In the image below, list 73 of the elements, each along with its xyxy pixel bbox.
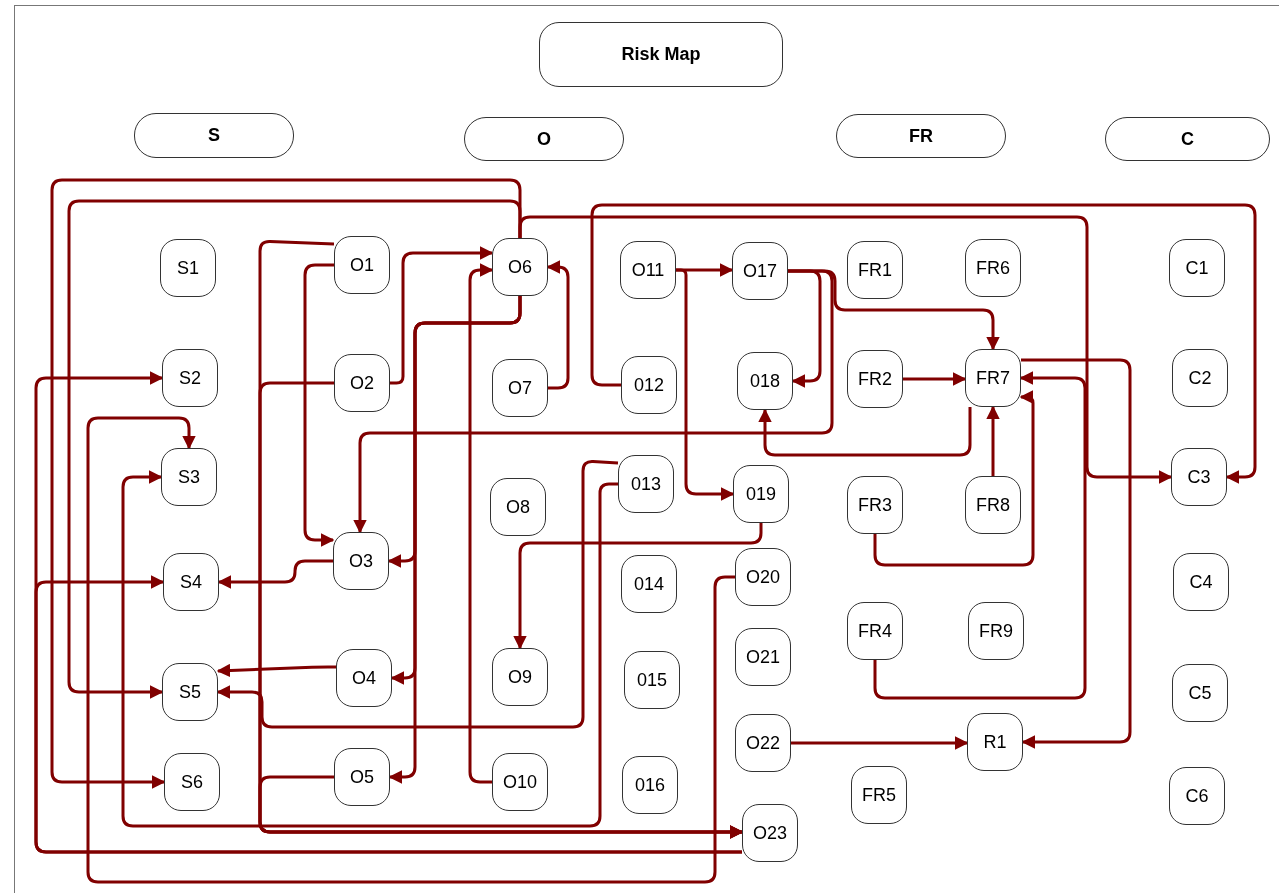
risk-node: S3 (161, 448, 217, 506)
title-box: Risk Map (539, 22, 783, 87)
risk-node: FR1 (847, 241, 903, 299)
risk-node: S1 (160, 239, 216, 297)
arrow (388, 296, 522, 784)
risk-node: C2 (1172, 349, 1228, 407)
risk-node: O22 (735, 714, 791, 772)
arrow (67, 199, 522, 699)
column-header: O (464, 117, 624, 161)
column-header: C (1105, 117, 1270, 161)
arrow (873, 371, 1087, 700)
risk-node: O5 (334, 748, 390, 806)
arrow (121, 470, 619, 828)
risk-node: 016 (622, 756, 678, 814)
column-header: S (134, 113, 294, 158)
risk-node: O3 (333, 532, 389, 590)
risk-node: C6 (1169, 767, 1225, 825)
arrow (791, 736, 969, 750)
risk-node: 019 (733, 465, 789, 523)
risk-node: 014 (621, 555, 677, 613)
risk-node: C1 (1169, 239, 1225, 297)
arrow (758, 407, 972, 457)
risk-node: O21 (735, 628, 791, 686)
arrow (676, 268, 735, 501)
risk-node: O2 (334, 354, 390, 412)
risk-node: S6 (164, 753, 220, 811)
arrow (34, 575, 742, 854)
risk-node: FR8 (965, 476, 1021, 534)
arrow (50, 178, 522, 789)
risk-node: O4 (336, 649, 392, 707)
arrow (1021, 358, 1132, 749)
risk-node: C5 (1172, 664, 1228, 722)
arrow (216, 663, 336, 678)
risk-node: O23 (742, 804, 798, 862)
arrow (518, 215, 1173, 484)
risk-node: 013 (618, 455, 674, 513)
risk-node: O20 (735, 548, 791, 606)
risk-node: R1 (967, 713, 1023, 771)
risk-node: S2 (162, 349, 218, 407)
risk-node: FR9 (968, 602, 1024, 660)
risk-node: C3 (1171, 448, 1227, 506)
arrow (303, 263, 335, 547)
risk-node: FR5 (851, 766, 907, 824)
risk-node: O17 (732, 242, 788, 300)
risk-node: 015 (624, 651, 680, 709)
arrow (788, 269, 1000, 351)
arrow (390, 246, 494, 385)
arrow (986, 405, 1000, 476)
arrow (258, 775, 744, 839)
risk-node: FR6 (965, 239, 1021, 297)
risk-node: S4 (163, 553, 219, 611)
arrow (86, 416, 736, 884)
arrow (217, 559, 333, 589)
risk-node: 012 (621, 356, 677, 414)
risk-node: 018 (737, 352, 793, 410)
risk-node: FR2 (847, 350, 903, 408)
risk-node: O7 (492, 359, 548, 417)
risk-node: O8 (490, 478, 546, 536)
risk-node: O10 (492, 753, 548, 811)
risk-node: O11 (620, 241, 676, 299)
arrow (873, 390, 1035, 567)
risk-node: C4 (1173, 553, 1229, 611)
arrow (216, 460, 619, 729)
risk-node: O6 (492, 238, 548, 296)
risk-node: FR7 (965, 349, 1021, 407)
column-header: FR (836, 114, 1006, 158)
risk-node: O1 (334, 236, 390, 294)
risk-node: O9 (492, 648, 548, 706)
risk-node: S5 (162, 663, 218, 721)
arrow (590, 203, 1257, 484)
arrow (903, 372, 967, 386)
risk-node: FR4 (847, 602, 903, 660)
risk-node: FR3 (847, 476, 903, 534)
